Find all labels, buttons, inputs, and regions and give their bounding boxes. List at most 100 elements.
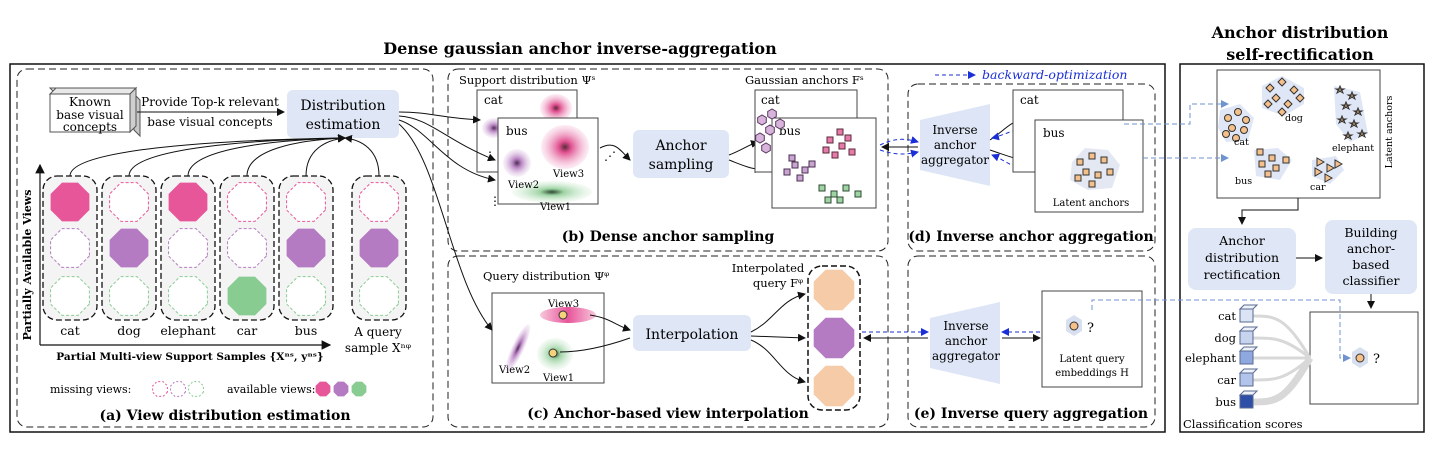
y-axis-label: Partially Available Views — [21, 190, 34, 341]
support-view2-blob — [503, 149, 531, 177]
view-octagon — [227, 228, 267, 268]
score-label: elephant — [1185, 351, 1236, 365]
query-line1: A query — [353, 325, 402, 339]
gaussian-anchor-view2 — [796, 174, 804, 182]
score-cube — [1239, 330, 1254, 345]
elephant-anchor — [1352, 106, 1364, 117]
score-flow — [1251, 336, 1311, 360]
query-view2-blob — [505, 324, 531, 372]
gaussian-anchor-cat — [757, 114, 767, 126]
latent-query-line2: embeddings H — [1055, 368, 1129, 379]
column-arrow — [128, 134, 346, 177]
query-view-octagon — [359, 182, 399, 222]
query-to-interp-1 — [589, 314, 631, 332]
gaussian-anchor-view3 — [826, 136, 834, 144]
category-label: car — [237, 323, 257, 338]
provide-line1: Provide Top-k relevant — [141, 95, 279, 109]
rect-line2: distribution — [1205, 250, 1279, 265]
cat-anchor — [1242, 116, 1250, 124]
dog-anchor — [1271, 93, 1281, 103]
agg-d-line2: anchor — [934, 138, 977, 152]
right-car: car — [1310, 182, 1326, 193]
gaussian-anchor-view2 — [801, 166, 809, 174]
query-view3: View3 — [547, 299, 579, 310]
gaussian-anchor-view1 — [854, 190, 862, 198]
gaussian-anchor-view2 — [788, 154, 796, 162]
view-octagon — [109, 228, 149, 268]
query-view3-blob — [540, 307, 596, 323]
gaussian-label: Gaussian anchors Fˢ — [745, 73, 864, 87]
cat-anchor — [1224, 114, 1232, 122]
bus-cluster-bg — [1254, 148, 1292, 180]
build-line4: classifier — [1343, 273, 1400, 288]
sampling-to-gaussian — [728, 140, 759, 156]
gaussian-anchor-view3 — [836, 128, 844, 136]
latent-anchor-point — [1074, 174, 1082, 182]
right-cat: cat — [1234, 137, 1249, 148]
cat-anchor — [1240, 126, 1248, 134]
rect-line3: rectification — [1204, 267, 1281, 282]
support-view3: View3 — [552, 169, 584, 180]
bus-anchor — [1282, 156, 1290, 164]
gaussian-anchor-view3 — [844, 134, 852, 142]
score-cube-top — [1238, 304, 1259, 310]
link-d-to-right-1 — [1124, 100, 1229, 125]
panel-d-caption: (d) Inverse anchor aggregation — [908, 229, 1153, 245]
agg-e-line2: anchor — [945, 334, 988, 348]
gaussian-anchor-view3 — [838, 142, 846, 150]
view-octagon — [286, 182, 326, 222]
view-octagon — [227, 182, 267, 222]
gaussian-anchor-view1 — [824, 196, 832, 204]
right-elephant: elephant — [1332, 143, 1374, 154]
query-to-interp-2 — [559, 337, 631, 353]
score-label: dog — [1214, 331, 1236, 345]
build-line1: Building — [1344, 225, 1397, 240]
category-label: elephant — [160, 323, 215, 338]
known-concepts-line3: concepts — [63, 120, 117, 134]
known-concepts-line2: base visual — [56, 108, 124, 122]
view-octagon — [168, 228, 208, 268]
legend-missing-octagon — [152, 381, 168, 397]
legend-available-octagon — [351, 381, 367, 397]
available-views-label: available views: — [227, 383, 316, 396]
gaussian-anchor-cat — [755, 132, 765, 144]
elephant-anchor — [1346, 90, 1358, 101]
backward-label: backward-optimization — [982, 67, 1127, 82]
car-anchor — [1326, 163, 1336, 173]
latent-anchor-point — [1094, 171, 1102, 179]
panel-e-caption: (e) Inverse query aggregation — [914, 406, 1148, 422]
bus-anchor — [1268, 154, 1276, 162]
right-title-line1: Anchor distribution — [1211, 23, 1389, 42]
gaussian-anchor-cat — [765, 124, 775, 136]
car-anchor — [1314, 167, 1324, 177]
interp-out-1 — [750, 291, 806, 333]
category-label: bus — [295, 323, 317, 338]
right-frame — [1179, 63, 1425, 433]
gaussian-anchor-cat — [775, 118, 785, 130]
rectification-box — [1188, 228, 1296, 290]
elephant-cluster-bg — [1334, 86, 1368, 142]
car-anchor — [1316, 157, 1326, 167]
panel-b-frame — [447, 68, 889, 252]
elephant-anchor — [1336, 114, 1348, 125]
distribution-out-arrow — [398, 123, 493, 331]
elephant-anchor — [1340, 100, 1352, 111]
query-view2: View2 — [498, 365, 530, 376]
view-octagon — [50, 182, 90, 222]
elephant-anchor — [1356, 128, 1368, 139]
panel-b-caption: (b) Dense anchor sampling — [562, 229, 775, 245]
latent-anchor-point — [1106, 168, 1114, 176]
gaussian-bus: bus — [779, 124, 801, 138]
category-label: cat — [60, 323, 79, 338]
score-label: bus — [1215, 395, 1236, 409]
distribution-line1: Distribution — [300, 98, 385, 114]
gaussian-anchor-cat — [761, 142, 771, 154]
score-cube — [1239, 308, 1254, 323]
car-anchor — [1324, 173, 1334, 183]
car-anchor — [1334, 159, 1344, 169]
known-concepts-cube — [48, 86, 141, 138]
query-dist-label: Query distribution Ψᵠ — [483, 269, 609, 283]
support-out-dots: ⋰ — [604, 149, 616, 163]
main-title: Dense gaussian anchor inverse-aggregatio… — [383, 39, 777, 58]
bus-anchor — [1264, 170, 1272, 178]
